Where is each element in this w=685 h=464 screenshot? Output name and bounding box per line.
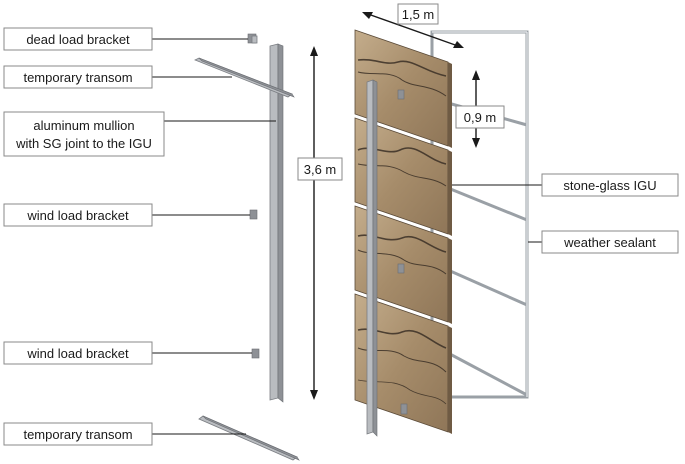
- aluminum-mullion: [269, 43, 284, 403]
- front-mullion: [366, 79, 408, 437]
- svg-text:dead load bracket: dead load bracket: [26, 32, 130, 47]
- svg-text:1,5 m: 1,5 m: [402, 7, 435, 22]
- label-stone-glass-igu: stone-glass IGU: [541, 173, 679, 197]
- svg-text:0,9 m: 0,9 m: [464, 110, 497, 125]
- svg-text:wind load bracket: wind load bracket: [26, 346, 129, 361]
- width-dimension-label: 1,5 m: [397, 3, 439, 25]
- label-wind-load-bracket-lower: wind load bracket: [3, 341, 153, 365]
- svg-text:with SG joint to the IGU: with SG joint to the IGU: [15, 136, 152, 151]
- label-aluminum-mullion: aluminum mullion with SG joint to the IG…: [3, 111, 165, 157]
- label-wind-load-bracket-upper: wind load bracket: [3, 203, 153, 227]
- svg-text:3,6 m: 3,6 m: [304, 162, 337, 177]
- dead-load-bracket: [247, 33, 258, 44]
- height-dimension: [310, 46, 318, 400]
- temporary-transom-top: [194, 57, 295, 98]
- panel-height-dimension-label: 0,9 m: [455, 105, 505, 129]
- label-temporary-transom-top: temporary transom: [3, 65, 153, 89]
- svg-text:stone-glass IGU: stone-glass IGU: [563, 178, 656, 193]
- svg-text:temporary transom: temporary transom: [23, 427, 132, 442]
- label-dead-load-bracket: dead load bracket: [3, 27, 153, 51]
- temporary-transom-bottom: [198, 415, 300, 461]
- svg-text:wind load bracket: wind load bracket: [26, 208, 129, 223]
- leader-lines: [152, 38, 542, 435]
- width-dimension: [362, 12, 464, 48]
- svg-text:temporary transom: temporary transom: [23, 70, 132, 85]
- wind-load-bracket-upper: [249, 209, 258, 220]
- label-weather-sealant: weather sealant: [541, 230, 679, 254]
- svg-text:aluminum mullion: aluminum mullion: [33, 118, 134, 133]
- svg-text:weather sealant: weather sealant: [563, 235, 656, 250]
- height-dimension-label: 3,6 m: [297, 157, 343, 181]
- wind-load-bracket-lower: [251, 348, 260, 359]
- label-temporary-transom-bottom: temporary transom: [3, 422, 153, 446]
